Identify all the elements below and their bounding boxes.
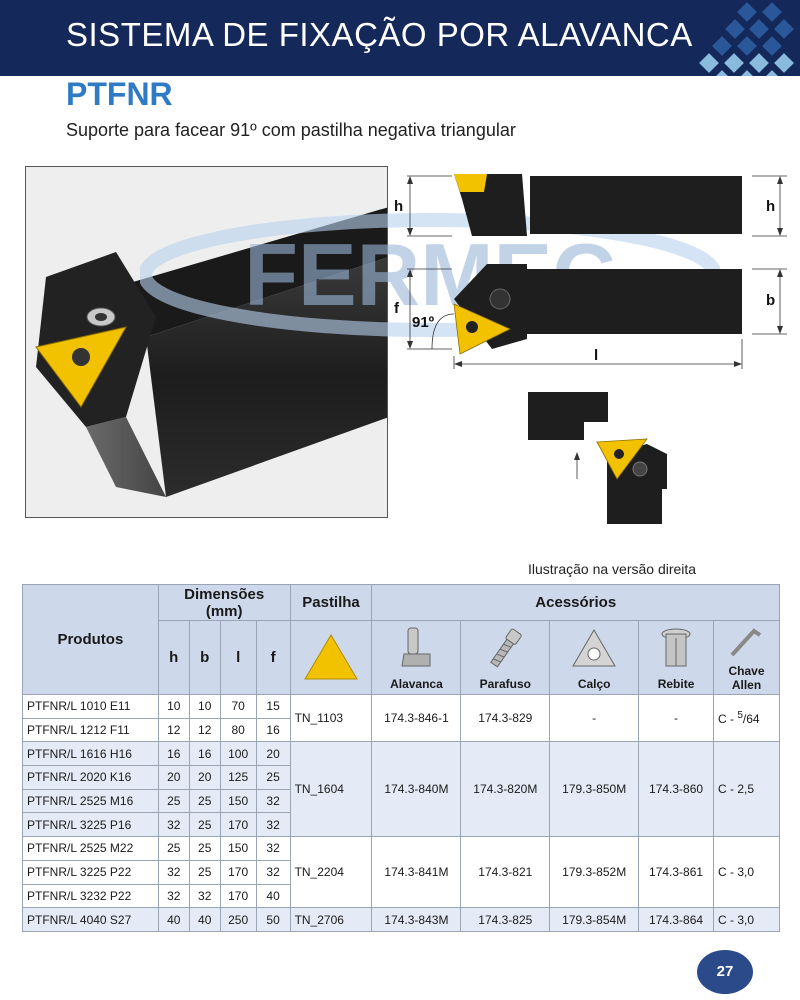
chave-fraction: C - 5/64 <box>712 693 781 743</box>
header-f: f <box>255 620 291 695</box>
header-acessorios: Acessórios <box>371 584 780 621</box>
dim-label-h-right: h <box>766 198 776 215</box>
header-b: b <box>188 620 221 695</box>
illustration-caption: Ilustração na versão direita <box>528 561 697 577</box>
header-decoration <box>699 2 794 76</box>
header-title: SISTEMA DE FIXAÇÃO POR ALAVANCA <box>66 16 693 53</box>
header-produtos: Produtos <box>22 584 159 695</box>
product-code: PTFNR <box>66 76 173 112</box>
angle-label: 91º <box>412 314 435 331</box>
dim-label-b: b <box>766 292 776 309</box>
dim-label-h-left: h <box>394 198 404 215</box>
product-description: Suporte para facear 91º com pastilha neg… <box>66 120 516 140</box>
header-parafuso: Parafuso <box>460 620 551 695</box>
dim-label-l: l <box>594 347 599 364</box>
insert-mirror-view <box>596 438 648 480</box>
tool-holder-illustration <box>26 167 387 517</box>
allen-key-icon <box>731 628 762 657</box>
lever-icon <box>401 627 431 667</box>
header-pastilha: Pastilha <box>289 584 373 621</box>
technical-diagram: h h f b l 91º <box>392 164 792 551</box>
header-pastilha-icon <box>289 620 373 695</box>
insert-icon <box>35 326 127 408</box>
header-alavanca: Alavanca <box>371 620 462 695</box>
header-l: l <box>219 620 257 695</box>
header-calco: Calço <box>549 620 640 695</box>
specification-table: Produtos Dimensões(mm) Pastilha Acessóri… <box>22 584 781 932</box>
shim-icon <box>572 629 617 667</box>
product-photo <box>25 166 388 518</box>
insert-top-view <box>454 174 487 192</box>
header-rebite: Rebite <box>638 620 714 695</box>
triangle-insert-icon <box>304 634 358 680</box>
dim-label-f: f <box>394 300 399 317</box>
screw-icon <box>490 628 522 668</box>
rivet-icon <box>661 628 691 667</box>
header-dimensoes: Dimensões(mm) <box>157 584 291 621</box>
header-h: h <box>157 620 190 695</box>
page-number: 27 <box>697 950 753 994</box>
insert-side-view <box>453 303 511 355</box>
header-band: SISTEMA DE FIXAÇÃO POR ALAVANCA <box>0 0 800 76</box>
